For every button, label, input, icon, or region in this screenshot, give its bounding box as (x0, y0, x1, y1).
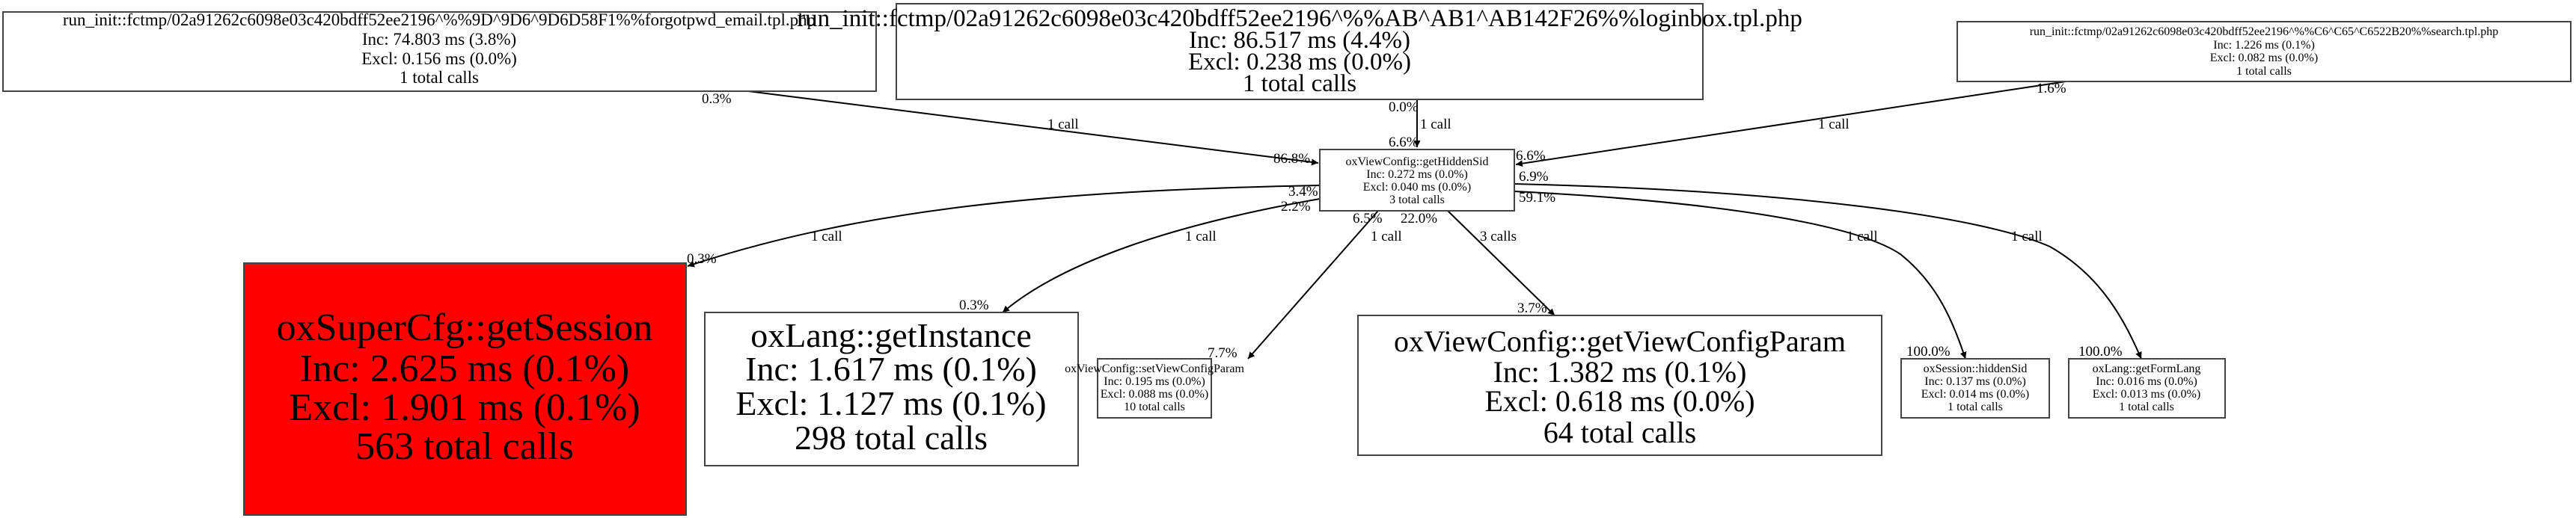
edge-calls-label: 1 call (1818, 117, 1850, 132)
edge-loginbox-to-gethiddensid[interactable]: 0.0% 1 call 6.6% (1389, 99, 1451, 150)
edge-gethiddensid-to-hiddensid[interactable]: 59.1% 1 call 100.0% (1514, 190, 1967, 360)
node-inclusive-time: Inc: 0.016 ms (0.0%) (2096, 375, 2197, 388)
node-total-calls: 1 total calls (1948, 401, 2003, 413)
edge-calls-label: 1 call (811, 229, 842, 244)
edge-gethiddensid-to-getsession[interactable]: 3.4% 1 call 0.3% (687, 184, 1321, 268)
node-forgotpwd-template[interactable]: run_init::fctmp/02a91262c6098e03c420bdff… (2, 10, 877, 92)
node-total-calls: 1 total calls (400, 68, 479, 87)
node-getformlang[interactable]: oxLang::getFormLang Inc: 0.016 ms (0.0%)… (2068, 358, 2226, 419)
node-name: oxSession::hiddenSid (1924, 363, 2028, 375)
edge-calls-label: 1 call (1047, 117, 1079, 132)
node-total-calls: 10 total calls (1124, 401, 1185, 413)
node-gethiddensid[interactable]: oxViewConfig::getHiddenSid Inc: 0.272 ms… (1319, 149, 1515, 212)
node-inclusive-time: Inc: 0.272 ms (0.0%) (1366, 168, 1468, 181)
edge-gethiddensid-to-getinstance[interactable]: 2.2% 1 call 0.3% (959, 198, 1321, 313)
edge-tail-label: 1.6% (2037, 81, 2066, 96)
edge-head-label: 0.3% (687, 251, 717, 267)
node-total-calls: 563 total calls (355, 425, 574, 468)
node-name: oxLang::getInstance (750, 316, 1032, 354)
node-exclusive-time: Excl: 0.156 ms (0.0%) (361, 49, 517, 68)
node-exclusive-time: Excl: 0.040 ms (0.0%) (1363, 181, 1471, 194)
edge-head-label: 100.0% (2078, 344, 2123, 360)
edge-tail-label: 6.9% (1519, 169, 1549, 185)
edge-tail-label: 3.4% (1288, 184, 1318, 200)
node-exclusive-time: Excl: 0.082 ms (0.0%) (2210, 52, 2318, 64)
node-name: oxSuperCfg::getSession (277, 306, 653, 349)
edge-calls-label: 1 call (2011, 229, 2043, 244)
node-inclusive-time: Inc: 0.137 ms (0.0%) (1924, 375, 2026, 388)
node-exclusive-time: Excl: 0.013 ms (0.0%) (2093, 388, 2200, 401)
node-total-calls: 298 total calls (795, 419, 988, 457)
node-total-calls: 64 total calls (1544, 416, 1696, 449)
edge-search-to-gethiddensid[interactable]: 1.6% 1 call 6.6% (1515, 80, 2072, 167)
node-name: run_init::fctmp/02a91262c6098e03c420bdff… (2030, 25, 2499, 38)
node-name: oxViewConfig::setViewConfigParam (1065, 363, 1244, 375)
edge-tail-label: 2.2% (1281, 199, 1311, 215)
node-name: run_init::fctmp/02a91262c6098e03c420bdff… (797, 5, 1802, 32)
node-hiddensid[interactable]: oxSession::hiddenSid Inc: 0.137 ms (0.0%… (1900, 358, 2050, 419)
node-inclusive-time: Inc: 2.625 ms (0.1%) (300, 348, 629, 390)
node-exclusive-time: Excl: 0.618 ms (0.0%) (1484, 384, 1754, 418)
node-inclusive-time: Inc: 0.195 ms (0.0%) (1104, 375, 1205, 388)
node-name: oxViewConfig::getHiddenSid (1345, 155, 1488, 168)
node-getsession[interactable]: oxSuperCfg::getSession Inc: 2.625 ms (0.… (243, 262, 687, 516)
node-exclusive-time: Excl: 1.127 ms (0.1%) (735, 384, 1046, 422)
edge-gethiddensid-to-setviewconfigparam[interactable]: 6.5% 1 call 7.7% (1208, 210, 1402, 361)
node-total-calls: 1 total calls (2119, 401, 2174, 413)
edge-head-label: 0.3% (959, 297, 989, 313)
node-name: oxLang::getFormLang (2093, 363, 2201, 375)
node-name: run_init::fctmp/02a91262c6098e03c420bdff… (63, 10, 816, 29)
edge-gethiddensid-to-getviewconfigparam[interactable]: 22.0% 3 calls 3.7% (1401, 210, 1555, 316)
edge-tail-label: 59.1% (1519, 190, 1555, 206)
edge-forgotpwd-to-gethiddensid[interactable]: 1 call 0.3% 86.8% (702, 90, 1319, 167)
edge-calls-label: 1 call (1847, 229, 1878, 244)
node-getviewconfigparam[interactable]: oxViewConfig::getViewConfigParam Inc: 1.… (1357, 315, 1882, 456)
edge-tail-label: 0.3% (702, 91, 732, 107)
edge-calls-label: 1 call (1420, 117, 1451, 132)
node-inclusive-time: Inc: 1.226 ms (0.1%) (2213, 39, 2315, 52)
node-total-calls: 1 total calls (1243, 70, 1356, 97)
node-inclusive-time: Inc: 86.517 ms (4.4%) (1189, 27, 1410, 54)
edge-gethiddensid-to-getformlang[interactable]: 6.9% 1 call 100.0% (1514, 169, 2142, 360)
edge-tail-label: 0.0% (1389, 99, 1419, 115)
edge-head-label: 7.7% (1208, 345, 1237, 361)
edge-head-label: 6.6% (1389, 135, 1419, 150)
edge-head-label: 100.0% (1906, 344, 1951, 360)
node-setviewconfigparam[interactable]: oxViewConfig::setViewConfigParam Inc: 0.… (1065, 358, 1244, 419)
edge-head-label: 3.7% (1517, 300, 1547, 316)
node-total-calls: 1 total calls (2236, 65, 2292, 78)
node-exclusive-time: Excl: 0.088 ms (0.0%) (1101, 388, 1208, 401)
node-search-template[interactable]: run_init::fctmp/02a91262c6098e03c420bdff… (1957, 21, 2572, 82)
edge-head-label: 86.8% (1273, 151, 1310, 167)
node-loginbox-template[interactable]: run_init::fctmp/02a91262c6098e03c420bdff… (797, 3, 1802, 100)
edge-tail-label: 22.0% (1401, 211, 1437, 226)
node-exclusive-time: Excl: 0.238 ms (0.0%) (1188, 49, 1411, 75)
edge-calls-label: 3 calls (1480, 229, 1517, 244)
node-inclusive-time: Inc: 1.617 ms (0.1%) (745, 350, 1037, 388)
edge-calls-label: 1 call (1185, 229, 1217, 244)
node-exclusive-time: Excl: 0.014 ms (0.0%) (1921, 388, 2029, 401)
node-name: oxViewConfig::getViewConfigParam (1394, 324, 1846, 358)
edge-calls-label: 1 call (1371, 229, 1402, 244)
node-total-calls: 3 total calls (1389, 194, 1445, 206)
node-inclusive-time: Inc: 1.382 ms (0.1%) (1493, 355, 1747, 389)
edge-head-label: 6.6% (1516, 148, 1546, 164)
node-inclusive-time: Inc: 74.803 ms (3.8%) (362, 30, 516, 49)
node-getinstance[interactable]: oxLang::getInstance Inc: 1.617 ms (0.1%)… (704, 312, 1079, 466)
edge-tail-label: 6.5% (1353, 211, 1383, 226)
node-exclusive-time: Excl: 1.901 ms (0.1%) (289, 386, 640, 429)
